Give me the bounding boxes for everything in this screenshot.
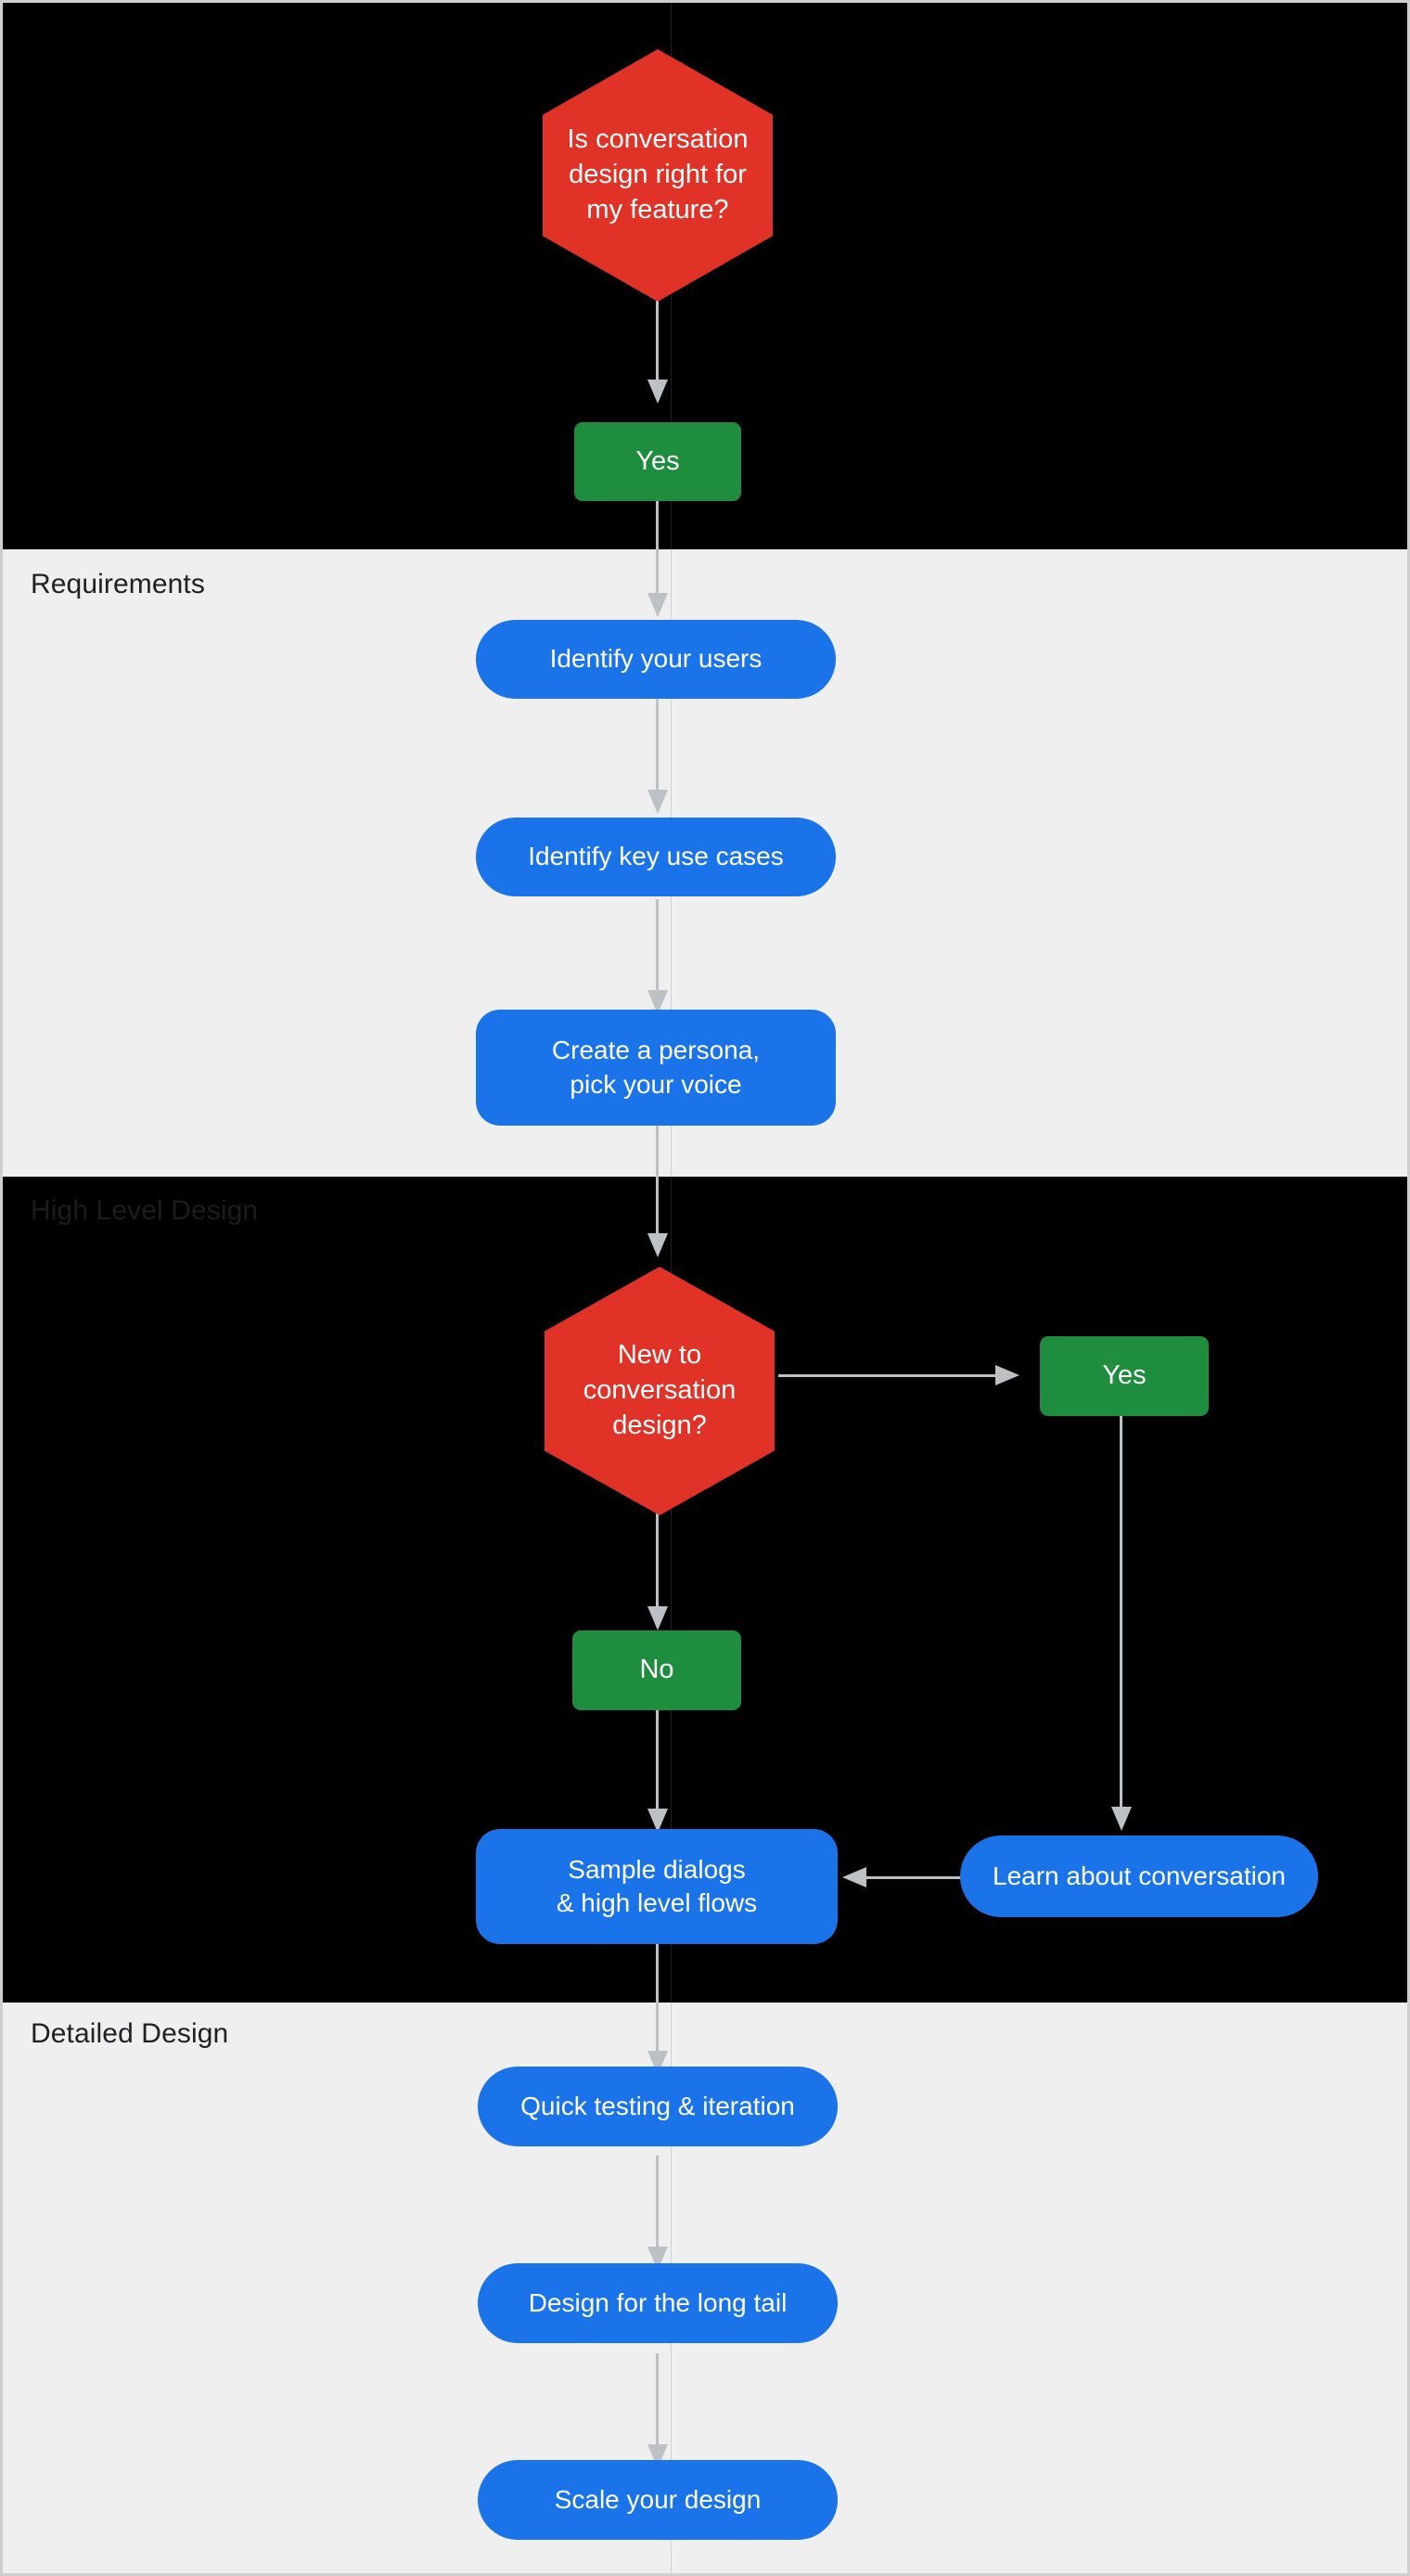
step-node-identify-key-use-cases[interactable]: Identify key use cases bbox=[476, 818, 836, 896]
decision-node-conversation-design-right[interactable]: Is conversation design right for my feat… bbox=[543, 49, 773, 302]
answer-node-no-2-label: No bbox=[639, 1655, 674, 1685]
decision-line-2: conversation bbox=[583, 1375, 737, 1406]
step-node-sample-dialogs-line-2: & high level flows bbox=[556, 1888, 758, 1917]
connector-line-decision2-no2 bbox=[656, 1513, 659, 1625]
decision-line-1: New to bbox=[617, 1340, 702, 1371]
step-node-sample-dialogs-high-level-flows[interactable]: Sample dialogs & high level flows bbox=[476, 1829, 838, 1944]
section-label-detailed-design: Detailed Design bbox=[31, 2018, 229, 2049]
step-node-create-persona-pick-voice[interactable]: Create a persona, pick your voice bbox=[476, 1010, 836, 1126]
connector-line-learn-sample bbox=[865, 1876, 1023, 1879]
connector-line-sample-quick bbox=[656, 1944, 659, 2065]
answer-node-yes-1[interactable]: Yes bbox=[574, 422, 741, 501]
connector-arrow-no2-sample bbox=[647, 1809, 668, 1833]
connector-arrow-users-cases bbox=[647, 790, 668, 814]
decision-line-1: Is conversation bbox=[567, 124, 749, 155]
connector-arrow-decision2-no2 bbox=[647, 1606, 668, 1630]
step-node-quick-testing-iteration-label: Quick testing & iteration bbox=[520, 2091, 795, 2120]
connector-line-cases-persona bbox=[656, 899, 659, 1001]
step-node-create-persona-line-2: pick your voice bbox=[570, 1069, 742, 1099]
step-node-sample-dialogs-line-1: Sample dialogs bbox=[568, 1854, 746, 1884]
answer-node-yes-2-label: Yes bbox=[1102, 1360, 1147, 1391]
connector-line-yes2-learn bbox=[1120, 1416, 1122, 1824]
answer-node-yes-1-label: Yes bbox=[635, 445, 680, 476]
decision-node-new-to-conversation-design[interactable]: New to conversation design? bbox=[545, 1267, 775, 1515]
connector-line-yes1-identify-users bbox=[656, 501, 659, 603]
answer-node-no-2[interactable]: No bbox=[572, 1630, 741, 1710]
step-node-scale-your-design[interactable]: Scale your design bbox=[478, 2460, 838, 2540]
connector-arrow-yes1-identify-users bbox=[647, 593, 668, 617]
connector-arrow-cases-persona bbox=[647, 990, 668, 1014]
step-node-create-persona-line-1: Create a persona, bbox=[551, 1036, 761, 1065]
step-node-design-for-long-tail-label: Design for the long tail bbox=[528, 2287, 788, 2317]
decision-line-2: design right for bbox=[569, 160, 747, 190]
connector-line-no2-sample bbox=[656, 1710, 659, 1826]
step-node-learn-about-conversation-label: Learn about conversation bbox=[993, 1861, 1286, 1890]
step-node-design-for-long-tail[interactable]: Design for the long tail bbox=[478, 2263, 838, 2343]
connector-line-longtail-scale bbox=[656, 2353, 659, 2455]
connector-line-decision2-yes2 bbox=[778, 1374, 1001, 1377]
answer-node-yes-2[interactable]: Yes bbox=[1040, 1336, 1209, 1416]
connector-line-persona-decision2 bbox=[656, 1126, 659, 1246]
connector-arrow-yes2-learn bbox=[1111, 1807, 1132, 1831]
section-label-high-level-design: High Level Design bbox=[31, 1195, 259, 1226]
section-label-requirements: Requirements bbox=[31, 569, 205, 599]
step-node-scale-your-design-label: Scale your design bbox=[554, 2484, 762, 2514]
decision-line-3: my feature? bbox=[586, 194, 729, 225]
step-node-quick-testing-iteration[interactable]: Quick testing & iteration bbox=[478, 2067, 838, 2146]
decision-node-text: New to conversation design? bbox=[570, 1338, 749, 1443]
connector-line-decision1-yes1 bbox=[656, 298, 659, 391]
step-node-identify-key-use-cases-label: Identify key use cases bbox=[528, 842, 784, 871]
connector-arrow-decision2-yes2 bbox=[995, 1365, 1019, 1385]
step-node-identify-your-users[interactable]: Identify your users bbox=[476, 620, 836, 699]
connector-line-quick-longtail bbox=[656, 2156, 659, 2258]
decision-node-text: Is conversation design right for my feat… bbox=[554, 122, 761, 227]
decision-line-3: design? bbox=[612, 1410, 707, 1440]
step-node-identify-your-users-label: Identify your users bbox=[549, 644, 763, 674]
connector-line-users-cases bbox=[656, 699, 659, 801]
connector-arrow-persona-decision2 bbox=[647, 1233, 668, 1257]
connector-arrow-learn-sample bbox=[842, 1867, 866, 1887]
connector-arrow-decision1-yes1 bbox=[647, 380, 668, 404]
step-node-learn-about-conversation[interactable]: Learn about conversation bbox=[960, 1835, 1318, 1917]
